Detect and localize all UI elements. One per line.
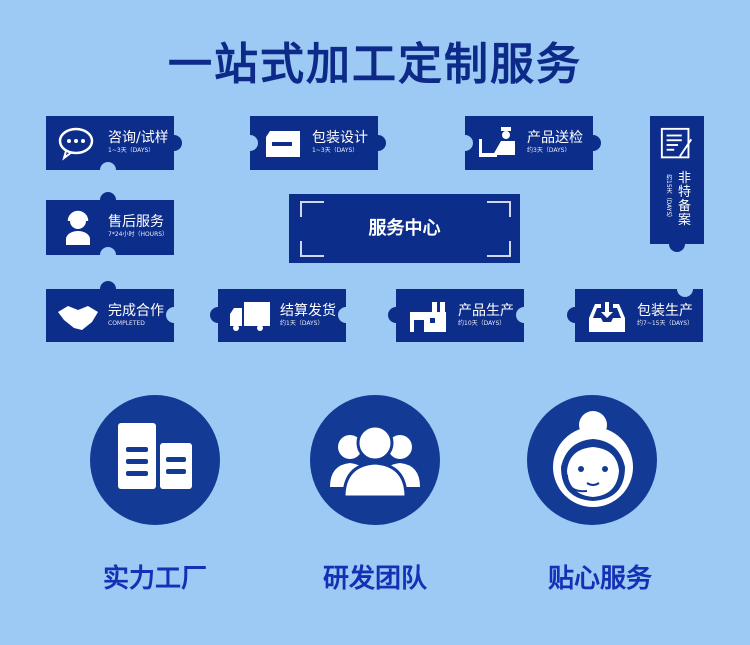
step-duration: 约15天（DAYS） [665, 174, 672, 222]
step-production: 产品生产约10天（DAYS） [388, 289, 532, 342]
step-inspection: 产品送检约3天（DAYS） [457, 116, 601, 170]
truck-icon [230, 302, 270, 331]
buildings-icon [118, 423, 192, 489]
step-duration: 约10天（DAYS） [458, 320, 506, 327]
inbox-download-icon [589, 302, 625, 332]
feature-label: 研发团队 [322, 564, 427, 594]
box-icon [266, 131, 300, 157]
page-title: 一站式加工定制服务 [168, 39, 582, 90]
feature-label: 贴心服务 [547, 564, 652, 594]
customer-service-icon [553, 411, 633, 507]
step-duration: COMPLETED [108, 320, 145, 327]
step-duration: 约1天（DAYS） [280, 320, 324, 327]
step-duration: 约7~15天（DAYS） [637, 320, 694, 327]
step-duration: 1~3天（DAYS） [108, 147, 155, 154]
step-filing: 非特备案 约15天（DAYS） [650, 116, 704, 252]
service-center: 服务中心 [289, 194, 520, 263]
step-name: 完成合作 [108, 303, 164, 319]
step-duration: 1~3天（DAYS） [312, 147, 359, 154]
handshake-icon [58, 306, 98, 330]
document-pen-icon [660, 127, 693, 159]
step-name: 产品送检 [527, 130, 583, 146]
step-name: 包装生产 [637, 303, 693, 319]
headset-agent-icon [66, 210, 90, 245]
team-icon [330, 424, 420, 499]
feature-factory [90, 395, 220, 525]
step-name: 非特备案 [678, 171, 692, 228]
step-name: 产品生产 [458, 303, 514, 319]
step-name: 结算发货 [280, 303, 336, 319]
feature-label: 实力工厂 [102, 564, 207, 594]
inspector-icon [479, 127, 515, 157]
step-name: 咨询/试样 [108, 130, 169, 146]
step-duration: 7*24小时（HOURS） [108, 231, 169, 238]
feature-team [310, 395, 440, 525]
step-name: 包装设计 [312, 130, 368, 146]
feature-service [527, 395, 657, 525]
step-duration: 约3天（DAYS） [527, 147, 571, 154]
step-shipping: 结算发货约1天（DAYS） [210, 289, 354, 342]
step-packaging-production: 包装生产约7~15天（DAYS） [567, 281, 703, 342]
factory-icon [410, 302, 446, 332]
chat-bubble-icon [58, 127, 94, 161]
step-name: 售后服务 [108, 214, 164, 230]
